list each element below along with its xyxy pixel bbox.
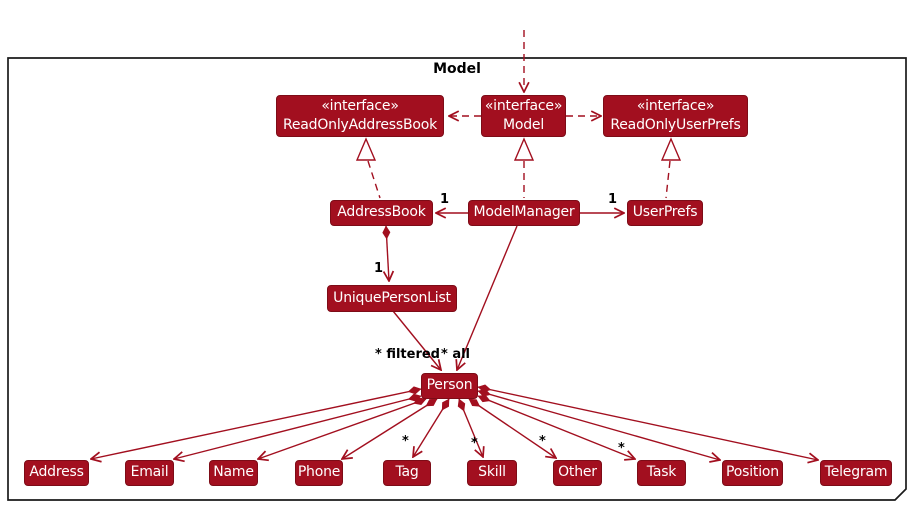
class-name: Task [646,464,677,481]
edge-person-to-phone [342,398,437,459]
class-name: ReadOnlyAddressBook [282,117,438,133]
stereotype-label: «interface» [484,98,563,114]
edge-addressbook-realizes [367,160,381,199]
multiplicity-label-tag: * [402,434,409,449]
multiplicity-label-addressbook: 1 [440,192,450,207]
edge-person-to-address [91,389,421,459]
interface-box-readonlyuserprefs: «interface» ReadOnlyUserPrefs [603,95,748,137]
class-box-uniquepersonlist: UniquePersonList [327,285,457,312]
multiplicity-label-skill: * [471,436,478,451]
class-box-tag: Tag [383,460,431,486]
class-name: Email [130,464,169,481]
class-box-userprefs: UserPrefs [627,200,703,226]
class-name: ModelManager [473,204,575,221]
class-box-modelmanager: ModelManager [468,200,580,226]
edge-label-all: * all [441,347,471,362]
class-name: Tag [395,464,419,481]
edge-userprefs-realizes [665,160,671,199]
class-box-person: Person [421,373,478,399]
class-box-address: Address [24,460,89,486]
edge-person-to-task [478,396,635,459]
class-box-other: Other [553,460,602,486]
edge-person-to-position [478,391,720,460]
multiplicity-label-task: * [618,441,625,456]
class-name: Telegram [824,464,888,481]
edge-person-to-other [469,398,556,458]
class-name: Person [426,377,473,394]
class-name: UniquePersonList [333,289,451,306]
class-box-name: Name [209,460,258,486]
class-name: Skill [478,464,506,481]
package-frame [7,57,907,501]
class-name: Address [29,464,84,481]
stereotype-label: «interface» [636,98,715,114]
edge-person-to-tag [413,399,450,457]
package-title: Model [433,61,481,77]
multiplicity-label-other: * [539,434,546,449]
class-box-task: Task [637,460,686,486]
realization-triangle-readonlyaddressbook [355,137,377,161]
edge-person-to-name [258,399,426,459]
stereotype-label: «interface» [321,98,399,114]
class-name: Model [502,117,545,133]
interface-box-model: «interface» Model [481,95,566,137]
edge-person-to-email [174,396,421,459]
edge-person-to-telegram [478,387,818,460]
class-name: Other [558,464,597,481]
class-name: Position [726,464,779,481]
class-box-phone: Phone [295,460,343,486]
class-box-skill: Skill [467,460,517,486]
multiplicity-label-uniquepersonlist: 1 [374,261,384,276]
edge-modelmanager-to-person [457,225,518,370]
edge-uniquepersonlist-to-person [392,310,441,370]
edge-addressbook-to-uniquepersonlist [386,226,389,281]
class-name: Phone [297,464,341,481]
class-box-position: Position [722,460,783,486]
edge-label-filtered: * filtered [375,347,440,362]
interface-box-readonlyaddressbook: «interface» ReadOnlyAddressBook [276,95,444,137]
class-name: AddressBook [337,204,426,221]
class-box-telegram: Telegram [820,460,892,486]
realization-triangle-readonlyuserprefs [660,137,682,161]
multiplicity-label-userprefs: 1 [608,192,618,207]
class-name: Name [213,464,254,481]
realization-triangle-model [513,137,535,161]
class-box-addressbook: AddressBook [330,200,433,226]
class-name: ReadOnlyUserPrefs [610,117,741,133]
class-box-email: Email [125,460,174,486]
class-name: UserPrefs [632,204,698,221]
